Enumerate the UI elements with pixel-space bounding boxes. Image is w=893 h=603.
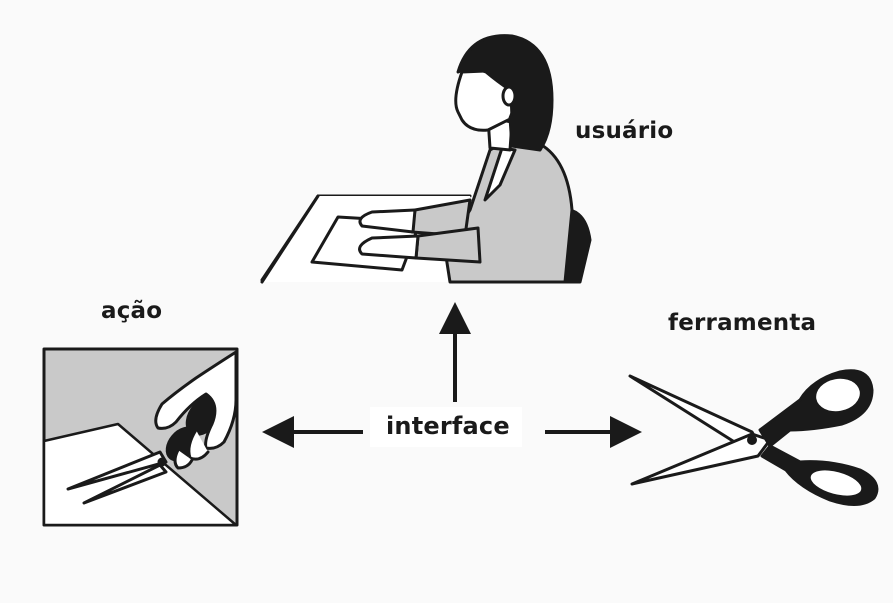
label-interface: interface (370, 407, 522, 447)
label-tool: ferramenta (668, 310, 817, 336)
person-at-desk-icon (260, 34, 592, 284)
scissors-icon (628, 369, 879, 506)
hand-cutting-paper-icon (42, 347, 239, 527)
label-action: ação (101, 298, 163, 324)
label-user: usuário (575, 118, 674, 144)
